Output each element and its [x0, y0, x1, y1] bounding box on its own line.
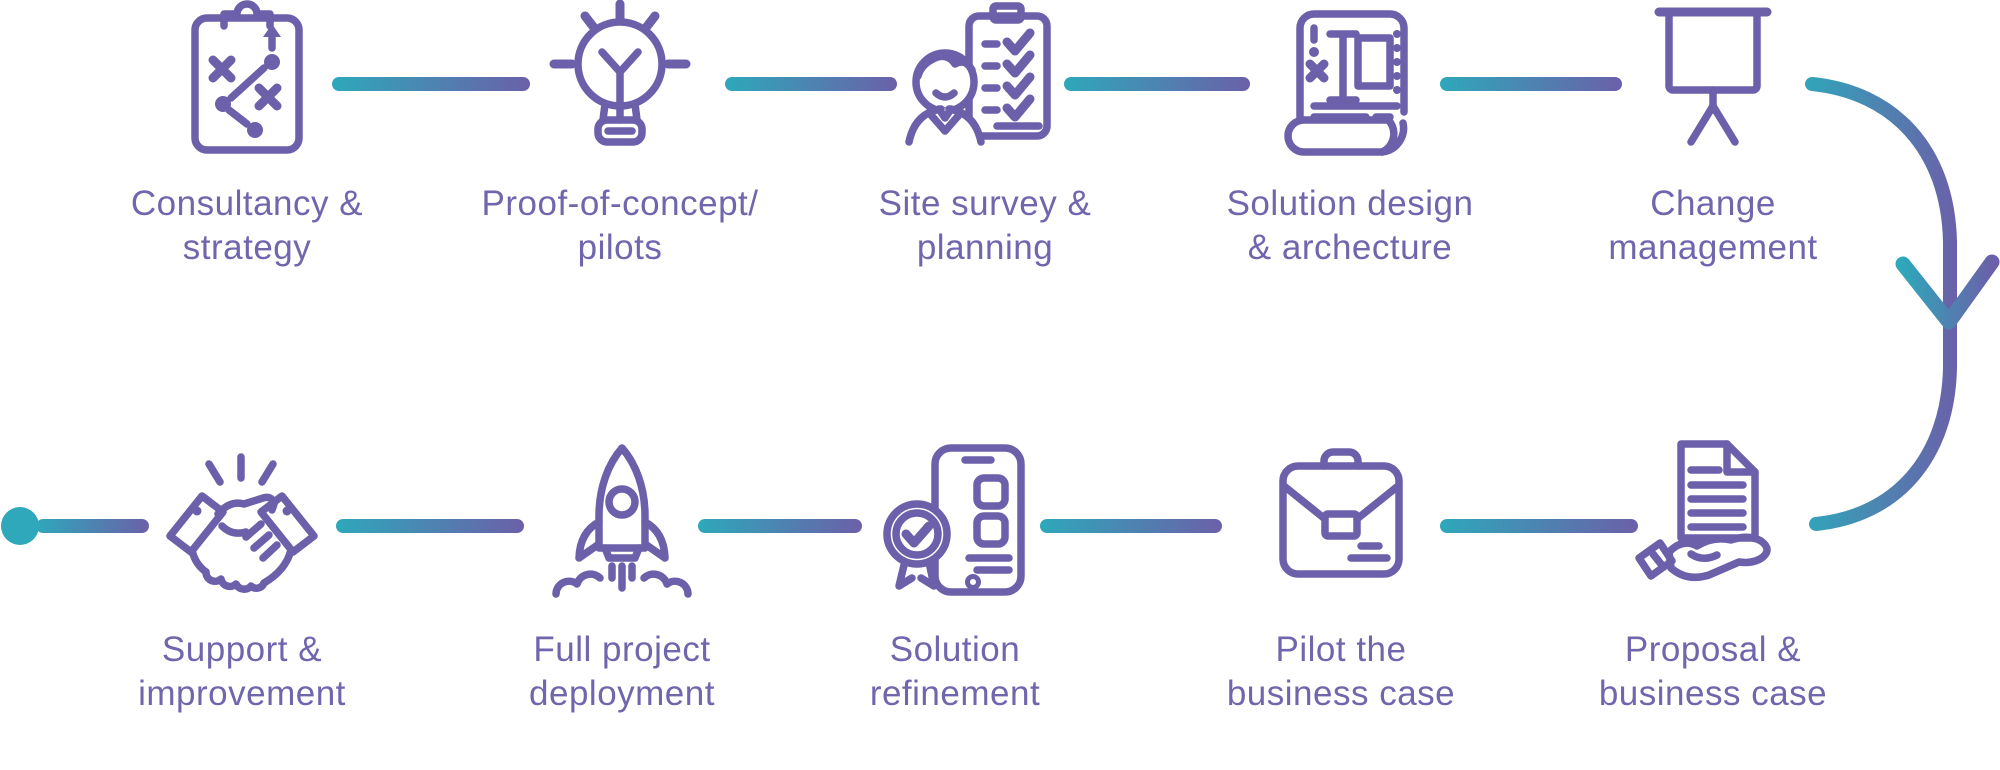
step-site-survey: Site survey & planning [805, 0, 1165, 270]
flow-curve [1805, 77, 1957, 531]
step-label: Full project deployment [442, 628, 802, 716]
step-label-line1: Support & [161, 630, 323, 669]
connector-line [1440, 77, 1622, 91]
blueprint-scroll-icon [1284, 10, 1408, 156]
flow-arrow-down-icon [1895, 254, 2000, 330]
connector-line [332, 77, 530, 91]
connector-line [336, 519, 524, 533]
step-label-line2: business case [1226, 674, 1456, 713]
step-proof-of-concept: Proof-of-concept/ pilots [440, 0, 800, 270]
step-label: Site survey & planning [805, 182, 1165, 270]
flow-start-dot [1, 507, 39, 545]
step-support-improvement: Support & improvement [62, 440, 422, 716]
step-label-line2: strategy [182, 228, 312, 267]
document-hand-icon [1635, 440, 1771, 582]
step-label-line2: improvement [138, 674, 346, 713]
step-solution-refinement: Solution refinement [775, 440, 1135, 716]
step-label-line1: Proposal & [1624, 630, 1802, 669]
rocket-icon [552, 444, 692, 598]
strategy-clipboard-icon [191, 0, 303, 154]
step-label-line1: Solution [889, 630, 1021, 669]
step-label: Consultancy & strategy [67, 182, 427, 270]
handshake-icon [166, 453, 318, 593]
connector-line [1440, 519, 1638, 533]
step-label-line1: Site survey & [878, 184, 1092, 223]
step-label-line1: Full project [533, 630, 711, 669]
step-label-line2: pilots [577, 228, 663, 267]
step-change-management: Change management [1533, 0, 1893, 270]
step-label: Change management [1533, 182, 1893, 270]
step-label-line1: Consultancy & [130, 184, 364, 223]
step-label-line2: deployment [529, 674, 715, 713]
step-label-line2: business case [1598, 674, 1828, 713]
step-label: Pilot the business case [1161, 628, 1521, 716]
surveyor-checklist-icon [905, 2, 1051, 146]
step-label-line2: planning [916, 228, 1054, 267]
step-label: Support & improvement [62, 628, 422, 716]
connector-line [1064, 77, 1250, 91]
step-label-line1: Proof-of-concept/ [481, 184, 759, 223]
step-label: Solution design & archecture [1170, 182, 1530, 270]
step-proposal-business-case: Proposal & business case [1533, 440, 1893, 716]
connector-line [725, 77, 897, 91]
step-full-project-deployment: Full project deployment [442, 440, 802, 716]
step-label: Solution refinement [775, 628, 1135, 716]
step-label-line2: refinement [869, 674, 1041, 713]
presentation-board-icon [1654, 7, 1772, 146]
connector-line [698, 519, 862, 533]
step-label-line2: & archecture [1247, 228, 1453, 267]
lightbulb-icon [549, 0, 691, 146]
connector-line [1040, 519, 1222, 533]
step-label-line2: management [1608, 228, 1818, 267]
step-consultancy-strategy: Consultancy & strategy [67, 0, 427, 270]
briefcase-icon [1279, 448, 1403, 578]
connector-line [36, 519, 149, 533]
step-label-line1: Change [1650, 184, 1776, 223]
step-label-line1: Pilot the [1275, 630, 1407, 669]
step-label: Proposal & business case [1533, 628, 1893, 716]
step-label: Proof-of-concept/ pilots [440, 182, 800, 270]
step-pilot-business-case: Pilot the business case [1161, 440, 1521, 716]
step-label-line1: Solution design [1226, 184, 1474, 223]
step-solution-design: Solution design & archecture [1170, 0, 1530, 270]
certified-phone-icon [883, 444, 1025, 596]
